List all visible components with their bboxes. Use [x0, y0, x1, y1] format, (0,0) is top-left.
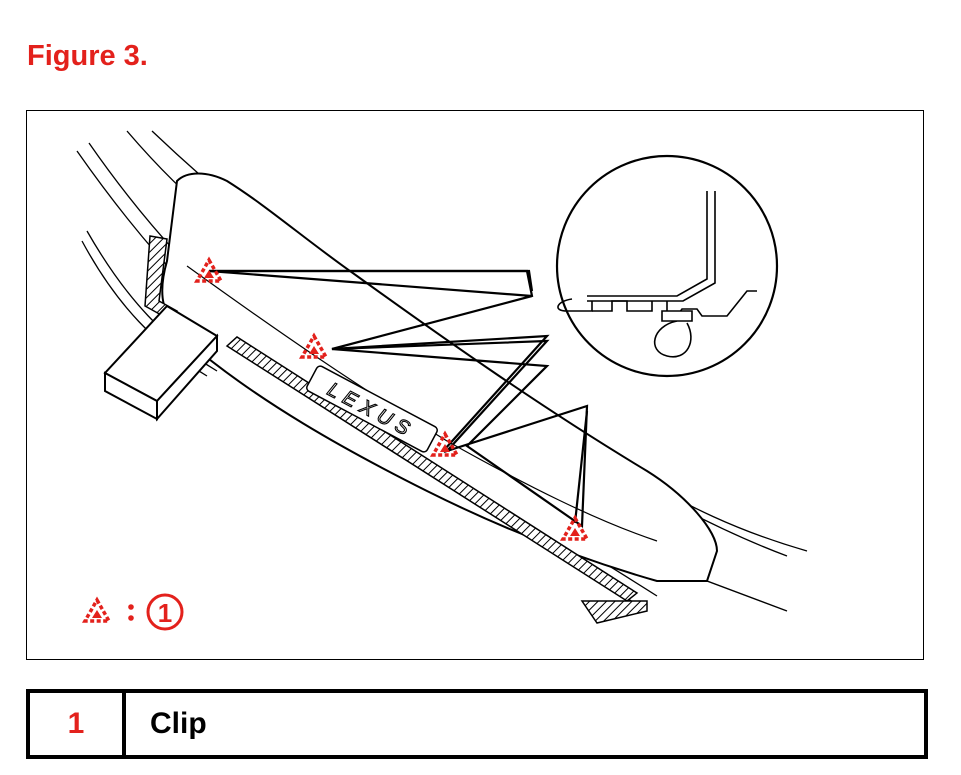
legend-row: 1 Clip	[26, 689, 928, 759]
figure-frame: LEXUS	[26, 110, 924, 660]
clip-key: 1	[83, 593, 184, 631]
legend-table: 1 Clip	[26, 689, 928, 759]
scuff-plate-illustration: LEXUS	[76, 130, 808, 631]
legend-name: Clip	[122, 689, 928, 759]
detail-magnifier	[208, 154, 779, 529]
scuff-plate: LEXUS	[144, 172, 719, 624]
legend-number: 1	[26, 689, 126, 759]
figure-title: Figure 3.	[27, 40, 148, 72]
step-bracket	[103, 304, 219, 422]
clip-key-number: 1	[158, 598, 172, 628]
